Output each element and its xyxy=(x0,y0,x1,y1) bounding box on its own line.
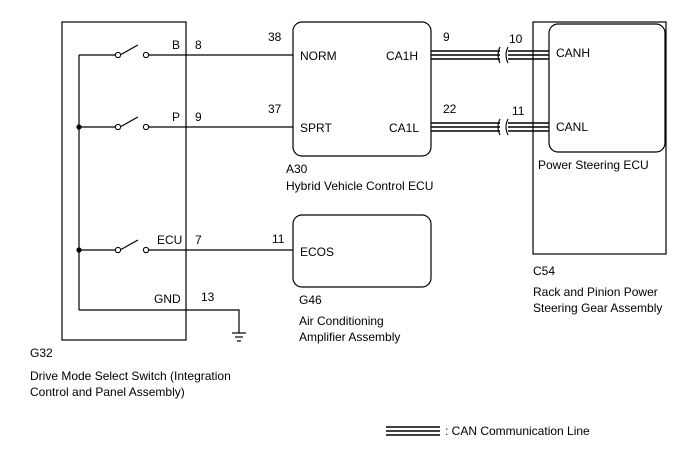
g46-name-line2: Amplifier Assembly xyxy=(299,330,400,344)
switch-p-symbol xyxy=(119,116,186,128)
g46-box xyxy=(292,214,432,288)
g46-code: G46 xyxy=(299,293,322,307)
terminal-label-ecos: ECOS xyxy=(300,245,334,259)
terminal-label-gnd: GND xyxy=(154,292,181,306)
terminal-label-norm: NORM xyxy=(300,49,337,63)
switch-ecu-symbol xyxy=(119,239,186,251)
c54-box xyxy=(532,21,667,255)
break-mark xyxy=(505,118,509,136)
ground-symbol xyxy=(232,332,246,342)
pin-number: 10 xyxy=(509,32,523,46)
g32-name-line1: Drive Mode Select Switch (Integration xyxy=(30,369,231,383)
break-mark xyxy=(505,46,509,64)
pin-number: 9 xyxy=(195,110,202,124)
g32-code: G32 xyxy=(30,346,53,360)
a30-code: A30 xyxy=(286,162,308,176)
break-mark xyxy=(497,118,501,136)
pin-number: 11 xyxy=(512,104,525,118)
pin-number: 11 xyxy=(272,232,285,246)
pin-number: 8 xyxy=(195,38,202,52)
terminal-label-ca1l: CA1L xyxy=(389,121,419,135)
terminal-label-p: P xyxy=(172,110,180,124)
pin-number: 7 xyxy=(195,233,202,247)
pin-number: 9 xyxy=(443,30,450,44)
power-steering-ecu-label: Power Steering ECU xyxy=(538,158,649,172)
terminal-label-canl: CANL xyxy=(556,120,588,134)
switch-b-symbol xyxy=(119,44,186,56)
can-line-l xyxy=(431,122,549,132)
terminal-label-canh: CANH xyxy=(556,46,590,60)
legend-label: : CAN Communication Line xyxy=(445,424,590,438)
junction-dot xyxy=(76,247,82,253)
a30-box xyxy=(292,21,432,157)
g46-name-line1: Air Conditioning xyxy=(299,314,384,328)
g32-name-line2: Control and Panel Assembly) xyxy=(30,385,185,399)
break-mark xyxy=(497,46,501,64)
pin-number: 38 xyxy=(268,30,282,44)
junction-dot xyxy=(76,124,82,130)
pin-number: 13 xyxy=(201,290,215,304)
power-steering-ecu-box xyxy=(548,23,666,153)
terminal-label-sprt: SPRT xyxy=(300,121,332,135)
c54-name-line1: Rack and Pinion Power xyxy=(533,285,658,299)
c54-code: C54 xyxy=(533,264,555,278)
a30-name: Hybrid Vehicle Control ECU xyxy=(286,179,433,193)
c54-name-line2: Steering Gear Assembly xyxy=(533,301,662,315)
g32-box xyxy=(61,21,187,341)
terminal-label-ecu: ECU xyxy=(157,233,182,247)
can-line-h xyxy=(431,50,549,60)
terminal-label-b: B xyxy=(172,38,180,52)
pin-number: 22 xyxy=(443,102,457,116)
legend-can-symbol xyxy=(386,426,440,436)
terminal-label-ca1h: CA1H xyxy=(386,49,418,63)
wire-gnd xyxy=(186,309,240,333)
pin-number: 37 xyxy=(268,102,282,116)
